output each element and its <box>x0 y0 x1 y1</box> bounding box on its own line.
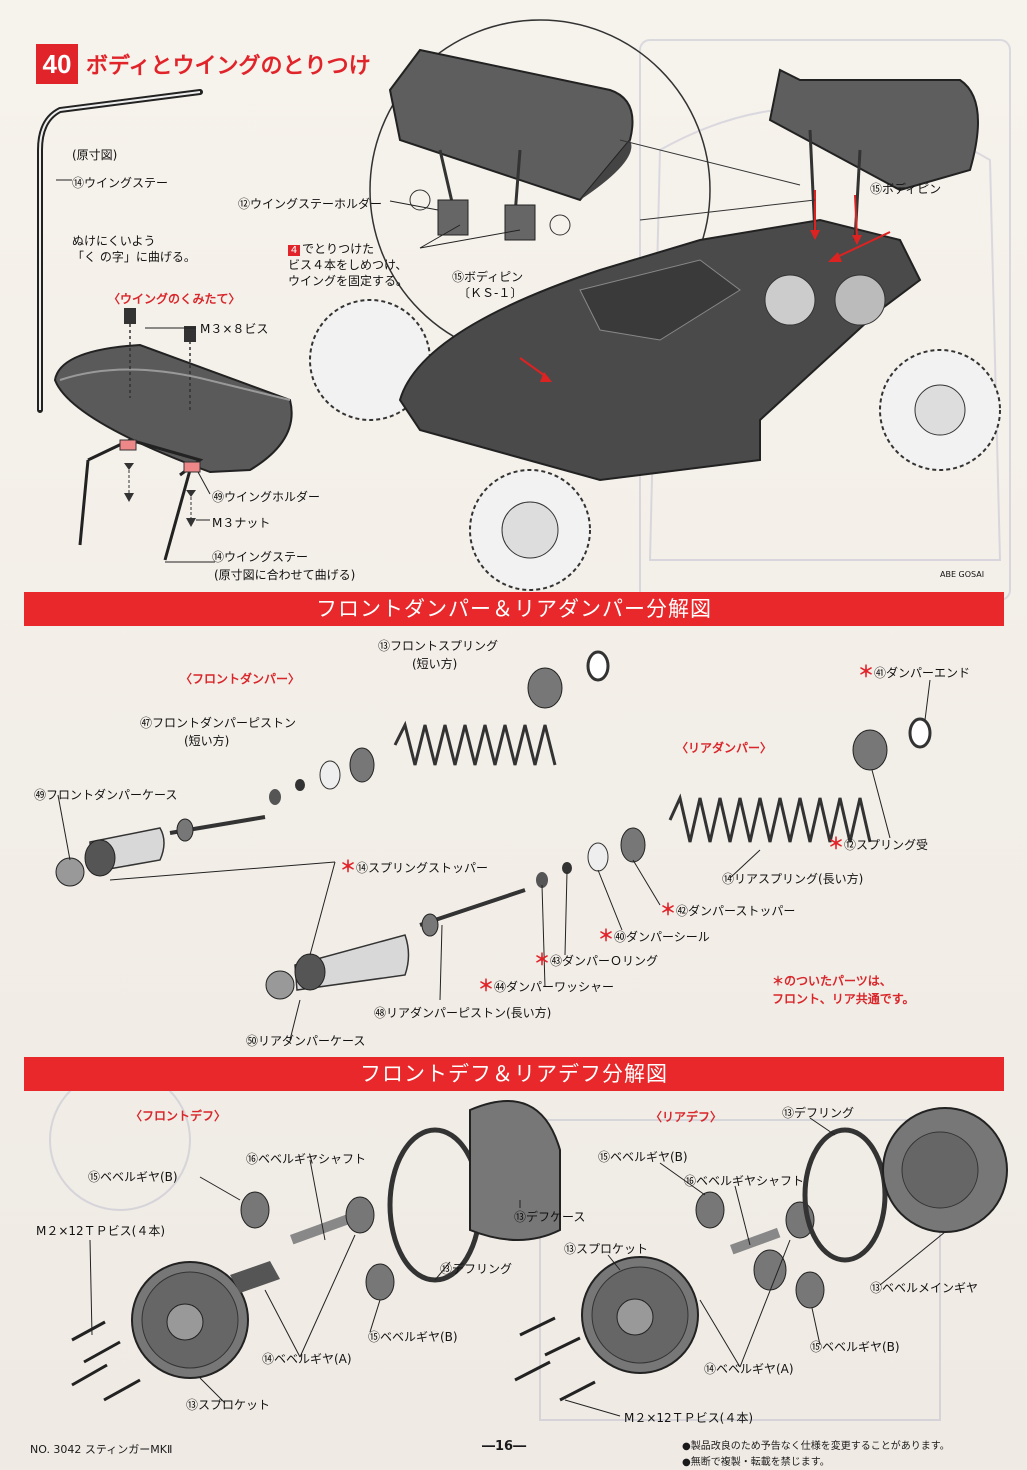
bevel-main-gear-label: ⑬ベベルメインギヤ <box>870 1281 979 1295</box>
step-ref-badge: 4 <box>288 245 300 256</box>
model-number: NO. 3042 スティンガーMKⅡ <box>30 1443 173 1456</box>
damper-section-banner: フロントダンパー＆リアダンパー分解図 <box>24 592 1004 626</box>
fix-note-3: ウイングを固定する。 <box>288 274 409 288</box>
publisher-logo: ABE GOSAI <box>940 570 985 579</box>
footer-note-1: ●製品改良のため予告なく仕様を変更することがあります。 <box>682 1441 950 1452</box>
front-bevel-a-label: ⑭ベベルギヤ(A) <box>262 1352 352 1366</box>
body-pin-label-a: ⑮ボディピン <box>452 270 524 284</box>
rear-sprocket-label: ⑬スプロケット <box>564 1242 649 1256</box>
body-pin-code: 〔ＫＳ-１〕 <box>458 286 523 300</box>
front-piston-label: ㊼フロントダンパーピストン <box>140 716 297 730</box>
gensun-label: (原寸図) <box>72 148 118 162</box>
rear-screw-label: M２×12ＴＰビス(４本) <box>624 1411 754 1425</box>
wing-stay-label-2: ⑭ウイングステー <box>212 550 309 564</box>
damper-washer-label: ＊㊹ダンパーワッシャー <box>478 976 615 995</box>
rear-case-label: ㊿リアダンパーケース <box>246 1034 366 1048</box>
page-number: ―16― <box>482 1439 527 1454</box>
front-spring-note: (短い方) <box>412 657 458 671</box>
rear-piston-label: ㊽リアダンパーピストン(長い方) <box>374 1006 552 1020</box>
diff-case-label: ⑬デフケース <box>514 1210 586 1224</box>
bend-note-1: ぬけにくいよう <box>72 234 156 248</box>
wing-holder-label: ㊾ウイングホルダー <box>212 490 321 504</box>
front-bevel-b-label-2: ⑮ベベルギヤ(B) <box>368 1330 458 1344</box>
front-case-label: ㊾フロントダンパーケース <box>34 788 178 802</box>
wing-stay-note: (原寸図に合わせて曲げる) <box>214 568 356 582</box>
bend-note-2: 「く の字」に曲げる。 <box>72 250 196 264</box>
rear-diff-subtitle: 〈リアデフ〉 <box>650 1110 723 1124</box>
rear-bevel-b-label-2: ⑮ベベルギヤ(B) <box>810 1340 900 1354</box>
buggy-body-drawing <box>309 68 1001 591</box>
damper-stopper-label: ＊㊷ダンパーストッパー <box>660 900 796 919</box>
rear-diff-drawing <box>514 1107 1008 1402</box>
spring-stopper-label: ＊⑭スプリングストッパー <box>340 857 489 876</box>
front-diff-drawing <box>71 1100 561 1402</box>
rear-bevel-b-label: ⑮ベベルギヤ(B) <box>598 1150 688 1164</box>
damper-end-label: ＊㊶ダンパーエンド <box>858 662 971 681</box>
front-sprocket-label: ⑬スプロケット <box>186 1398 271 1412</box>
m3-nut-label: M３ナット <box>212 516 271 530</box>
common-parts-note-2: フロント、リア共通です。 <box>772 992 915 1006</box>
rear-damper-subtitle: 〈リアダンパー〉 <box>676 741 773 755</box>
front-diff-ring-label: ⑬デフリング <box>440 1262 513 1276</box>
rear-spring-label: ⑭リアスプリング(長い方) <box>722 872 864 886</box>
diff-section-banner: フロントデフ＆リアデフ分解図 <box>24 1057 1004 1091</box>
fix-note-2: ビス４本をしめつけ、 <box>288 258 408 272</box>
body-pin-label-b: ⑮ボディピン <box>870 182 942 196</box>
stay-holder-label: ⑫ウイングステーホルダー <box>238 197 383 211</box>
wing-stay-label: ⑭ウイングステー <box>72 176 169 190</box>
wing-assembly-subtitle: 〈ウイングのくみたて〉 <box>108 292 241 306</box>
rear-damper-drawing <box>265 717 932 1000</box>
front-shaft-label: ⑯ベベルギヤシャフト <box>246 1152 367 1166</box>
front-damper-drawing <box>55 650 610 887</box>
front-diff-subtitle: 〈フロントデフ〉 <box>130 1109 227 1123</box>
footer-note-2: ●無断で複製・転載を禁じます。 <box>682 1457 830 1468</box>
front-bevel-b-label: ⑮ベベルギヤ(B) <box>88 1170 178 1184</box>
rear-bevel-a-label: ⑭ベベルギヤ(A) <box>704 1362 794 1376</box>
step-number: 40 <box>36 44 78 84</box>
step-title: ボディとウイングのとりつけ <box>86 54 371 79</box>
damper-seal-label: ＊㊵ダンパーシール <box>598 926 710 945</box>
big-wing-detail <box>388 48 634 241</box>
front-piston-note: (短い方) <box>184 734 230 748</box>
rear-diff-ring-label: ⑬デフリング <box>782 1106 855 1120</box>
front-damper-subtitle: 〈フロントダンパー〉 <box>180 672 301 686</box>
common-parts-note-1: ＊のついたパーツは、 <box>772 974 892 988</box>
front-spring-label: ⑬フロントスプリング <box>378 639 499 653</box>
spring-seat-label: ＊⑫スプリング受 <box>828 834 929 853</box>
m3x8-screw-label: M３×８ビス <box>200 322 269 336</box>
damper-oring-label: ＊㊸ダンパーＯリング <box>534 950 659 969</box>
front-screw-label: M２×12ＴＰビス(４本) <box>36 1224 166 1238</box>
wing-assembly-small <box>53 308 293 561</box>
rear-shaft-label: ⑯ベベルギヤシャフト <box>684 1174 805 1188</box>
